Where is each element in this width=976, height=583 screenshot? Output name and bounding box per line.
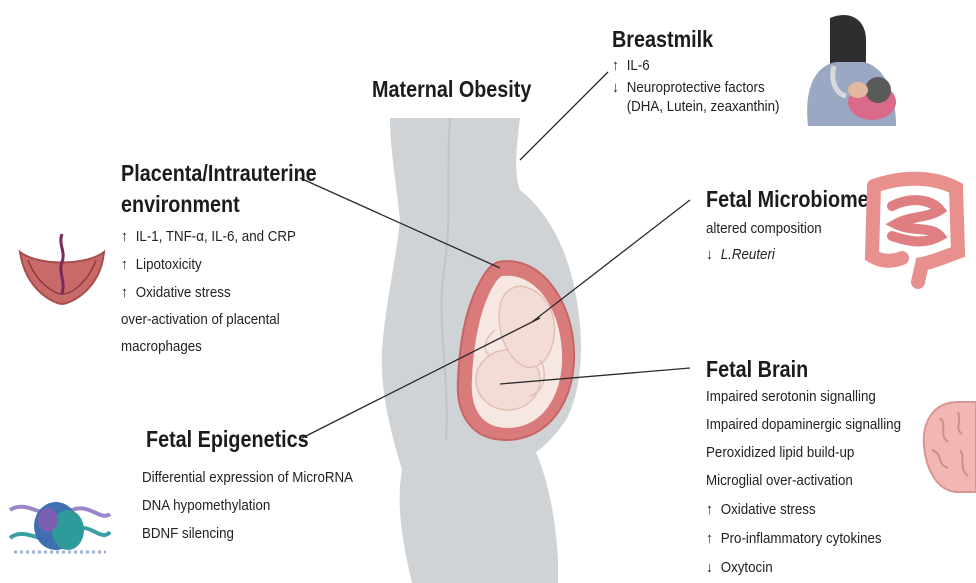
epigenetics-section: Differential expression of MicroRNA DNA … xyxy=(142,470,371,542)
breastmilk-item: (DHA, Lutein, zeaxanthin) xyxy=(612,99,779,115)
dna-nucleosome-icon xyxy=(8,494,112,558)
placenta-heading-line2: environment xyxy=(121,191,317,218)
placenta-item: macrophages xyxy=(121,339,330,355)
breastmilk-item: ↑IL-6 xyxy=(612,57,779,74)
placenta-item: ↑Lipotoxicity xyxy=(121,256,330,273)
breastfeeding-mother-icon xyxy=(800,10,900,126)
placenta-heading-line1: Placenta/Intrauterine xyxy=(121,160,317,187)
breastmilk-section: Breastmilk ↑IL-6 ↓Neuroprotective factor… xyxy=(612,26,794,115)
down-arrow-icon: ↓ xyxy=(706,246,717,263)
epigenetics-item: BDNF silencing xyxy=(142,526,353,542)
brain-section: Fetal Brain Impaired serotonin signallin… xyxy=(706,356,918,576)
placenta-section: Placenta/Intrauterine environment ↑IL-1,… xyxy=(121,160,349,355)
down-arrow-icon: ↓ xyxy=(612,79,623,96)
brain-item: Microglial over-activation xyxy=(706,473,901,489)
up-arrow-icon: ↑ xyxy=(706,530,717,547)
breastmilk-item: ↓Neuroprotective factors xyxy=(612,79,779,96)
down-arrow-icon: ↓ xyxy=(706,559,717,576)
up-arrow-icon: ↑ xyxy=(612,57,623,74)
brain-item: Peroxidized lipid build-up xyxy=(706,445,901,461)
up-arrow-icon: ↑ xyxy=(121,284,132,301)
placenta-item: ↑IL-1, TNF-α, IL-6, and CRP xyxy=(121,228,330,245)
connector-breastmilk xyxy=(520,72,608,160)
up-arrow-icon: ↑ xyxy=(121,228,132,245)
up-arrow-icon: ↑ xyxy=(706,501,717,518)
epigenetics-heading: Fetal Epigenetics xyxy=(146,426,309,453)
epigenetics-item: DNA hypomethylation xyxy=(142,498,353,514)
up-arrow-icon: ↑ xyxy=(121,256,132,273)
microbiome-item: altered composition xyxy=(706,221,880,237)
breastmilk-heading: Breastmilk xyxy=(612,26,769,53)
microbiome-item: ↓L.Reuteri xyxy=(706,246,880,263)
epigenetics-item: Differential expression of MicroRNA xyxy=(142,470,353,486)
brain-item: Impaired serotonin signalling xyxy=(706,389,901,405)
placenta-item: ↑Oxidative stress xyxy=(121,284,330,301)
intestine-icon xyxy=(862,166,966,290)
brain-item: ↑Pro-inflammatory cytokines xyxy=(706,530,901,547)
brain-item: Impaired dopaminergic signalling xyxy=(706,417,901,433)
placenta-icon xyxy=(16,232,108,306)
brain-item: ↓Oxytocin xyxy=(706,559,901,576)
brain-item: ↑Oxidative stress xyxy=(706,501,901,518)
placenta-item: over-activation of placental xyxy=(121,312,330,328)
microbiome-heading: Fetal Microbiome xyxy=(706,186,869,213)
brain-icon xyxy=(918,398,976,496)
diagram-title: Maternal Obesity xyxy=(372,76,531,103)
brain-heading: Fetal Brain xyxy=(706,356,888,383)
